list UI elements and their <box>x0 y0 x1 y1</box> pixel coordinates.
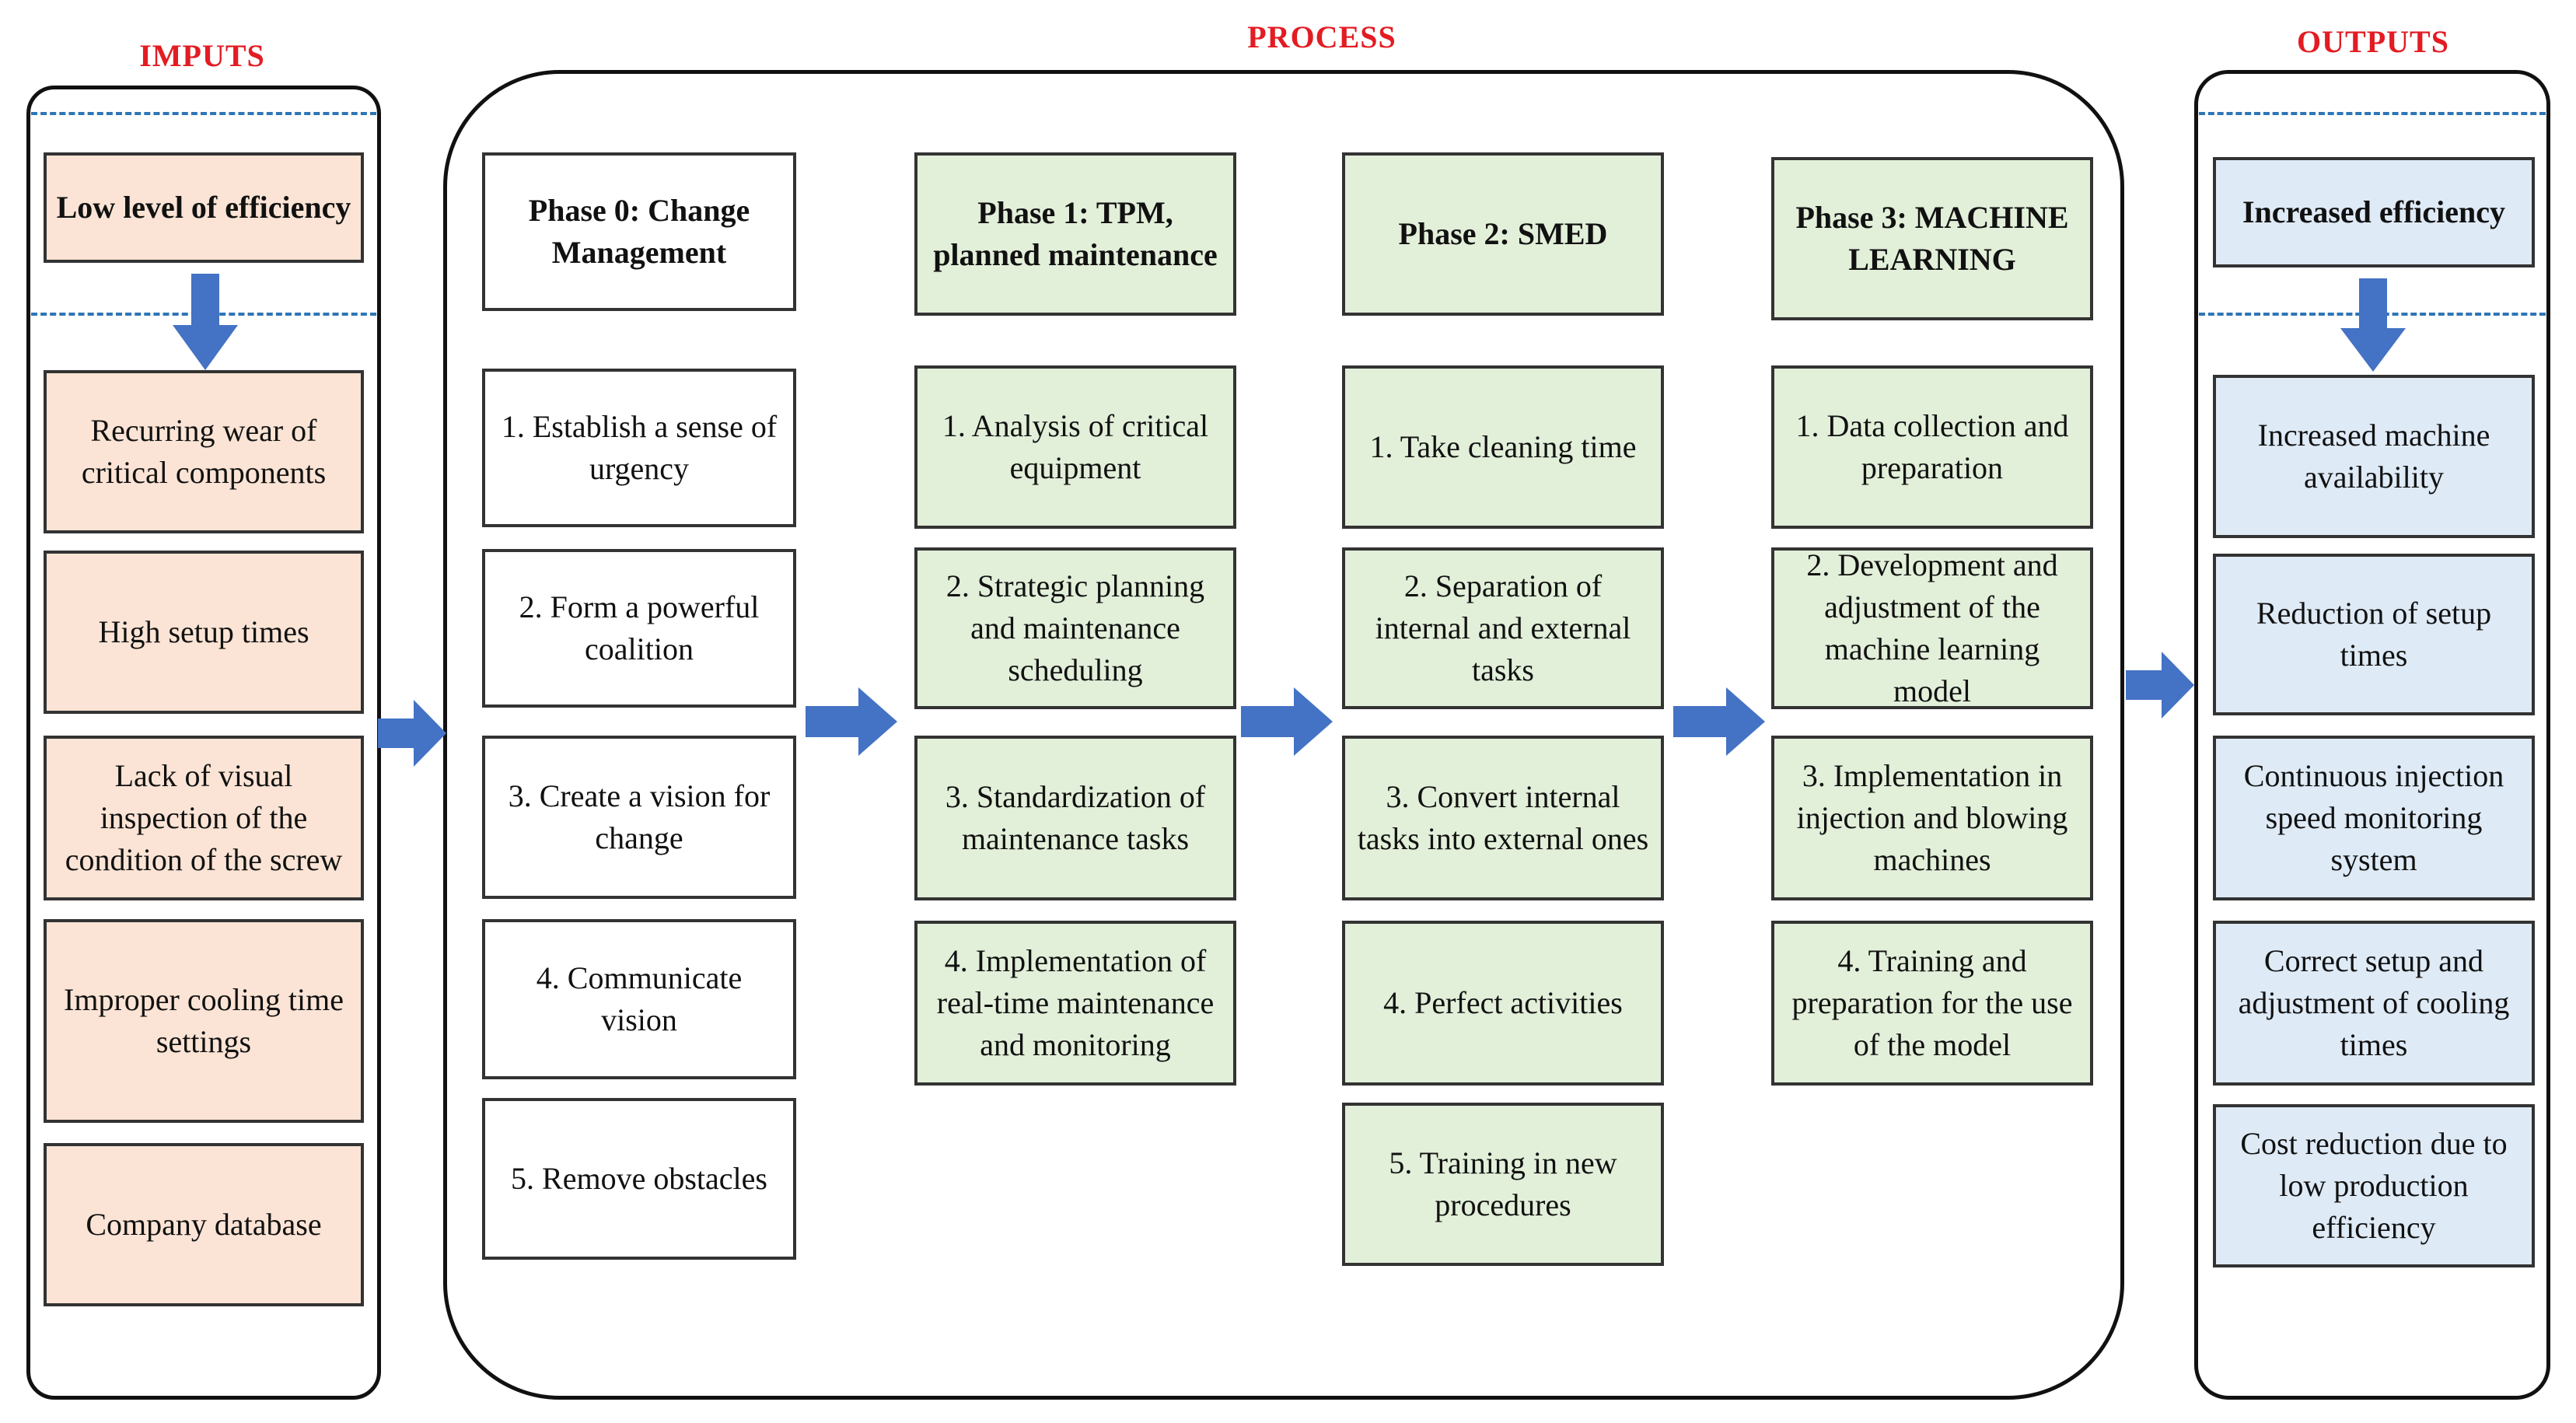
inputs-down-arrow-icon <box>173 274 238 370</box>
phase0-item-2: 2. Form a powerful coalition <box>482 549 796 708</box>
output-item-5: Cost reduction due to low production eff… <box>2213 1104 2535 1267</box>
input-top-box: Low level of efficiency <box>44 152 364 263</box>
outputs-dash-top <box>2199 112 2546 115</box>
outputs-down-arrow-icon <box>2340 278 2406 372</box>
input-item-3: Lack of visual inspection of the conditi… <box>44 736 364 900</box>
output-item-1: Increased machine availability <box>2213 375 2535 538</box>
phase0-title: Phase 0: Change Management <box>482 152 796 311</box>
output-top-box: Increased efficiency <box>2213 157 2535 267</box>
phase3-item-4: 4. Training and preparation for the use … <box>1771 921 2093 1086</box>
phase1-to-phase2-arrow-icon <box>1241 687 1333 756</box>
phase0-item-1: 1. Establish a sense of urgency <box>482 369 796 527</box>
phase0-to-phase1-arrow-icon <box>806 687 897 756</box>
phase2-item-3: 3. Convert internal tasks into external … <box>1342 736 1664 900</box>
phase2-item-5: 5. Training in new procedures <box>1342 1103 1664 1266</box>
phase3-item-1: 1. Data collection and preparation <box>1771 365 2093 529</box>
phase3-title: Phase 3: MACHINE LEARNING <box>1771 157 2093 320</box>
phase3-item-3: 3. Implementation in injection and blowi… <box>1771 736 2093 900</box>
phase1-title: Phase 1: TPM, planned maintenance <box>914 152 1236 316</box>
phase2-item-1: 1. Take cleaning time <box>1342 365 1664 529</box>
input-item-2: High setup times <box>44 551 364 714</box>
phase0-item-4: 4. Communicate vision <box>482 919 796 1079</box>
process-header: PROCESS <box>1247 19 1396 54</box>
output-item-3: Continuous injection speed monitoring sy… <box>2213 736 2535 900</box>
phase1-item-1: 1. Analysis of critical equipment <box>914 365 1236 529</box>
process-to-outputs-arrow-icon <box>2126 652 2194 718</box>
phase2-item-2: 2. Separation of internal and external t… <box>1342 547 1664 709</box>
phase3-item-2: 2. Development and adjustment of the mac… <box>1771 547 2093 709</box>
inputs-dash-top <box>31 112 376 115</box>
inputs-header: IMPUTS <box>139 38 265 73</box>
phase2-title: Phase 2: SMED <box>1342 152 1664 316</box>
input-item-1: Recurring wear of critical components <box>44 370 364 533</box>
input-item-4: Improper cooling time settings <box>44 919 364 1123</box>
outputs-header: OUTPUTS <box>2297 24 2449 59</box>
input-item-5: Company database <box>44 1143 364 1306</box>
phase2-item-4: 4. Perfect activities <box>1342 921 1664 1086</box>
output-item-2: Reduction of setup times <box>2213 554 2535 715</box>
phase1-item-4: 4. Implementation of real-time maintenan… <box>914 921 1236 1086</box>
phase2-to-phase3-arrow-icon <box>1673 687 1765 756</box>
phase0-item-5: 5. Remove obstacles <box>482 1098 796 1260</box>
inputs-to-process-arrow-icon <box>378 700 446 767</box>
phase1-item-2: 2. Strategic planning and maintenance sc… <box>914 547 1236 709</box>
phase1-item-3: 3. Standardization of maintenance tasks <box>914 736 1236 900</box>
output-item-4: Correct setup and adjustment of cooling … <box>2213 921 2535 1086</box>
phase0-item-3: 3. Create a vision for change <box>482 736 796 899</box>
